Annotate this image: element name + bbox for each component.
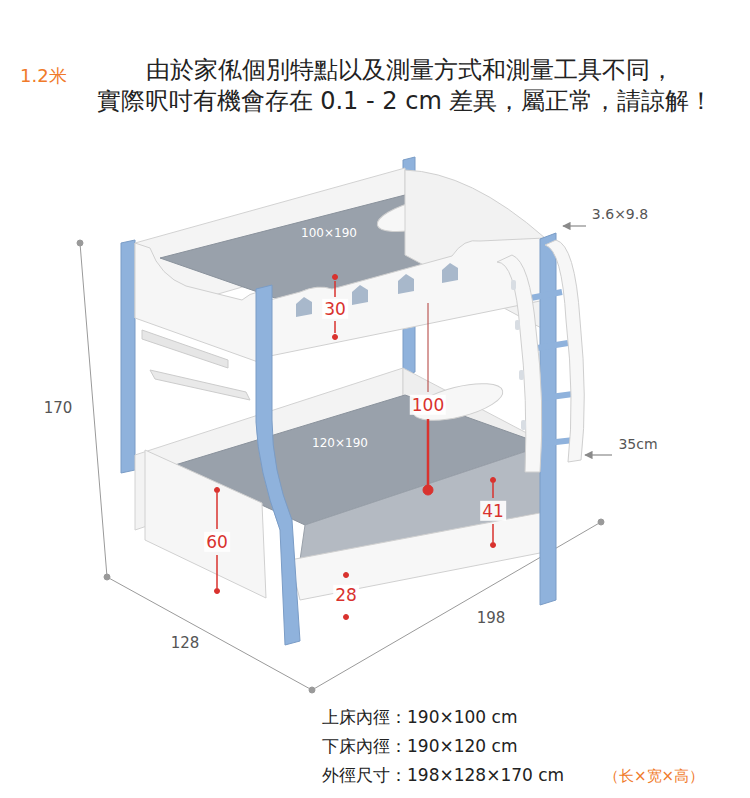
measure-dot: [491, 478, 496, 483]
dimension-label: 198: [477, 609, 506, 627]
measure-dot: [344, 615, 349, 620]
lower-pillow: [410, 376, 507, 427]
red-measures: [215, 275, 496, 620]
callout-number-slot: 60: [204, 532, 230, 552]
ladder-slot: [519, 370, 524, 380]
dimension-label-slot: 3.6×9.8: [592, 206, 648, 223]
dimension-dot: [104, 574, 110, 580]
spec-line: 下床內徑：190×120 cm: [322, 736, 517, 756]
callout-number: 100: [410, 395, 446, 415]
callout-number-slot: 28: [333, 585, 359, 605]
callout-number: 30: [322, 299, 348, 319]
measure-line: [334, 321, 336, 333]
dimension-label: 128: [171, 634, 200, 652]
spec-note: （长×宽×高）: [604, 767, 704, 785]
mattress-size-slot: 100×190: [301, 226, 357, 240]
side-shelf: [142, 330, 228, 368]
measure-dot: [215, 589, 220, 594]
measure-line: [334, 281, 336, 297]
notice-line: 由於家俬個別特點以及測量方式和測量工具不同，: [146, 56, 674, 85]
mattress-size: 100×190: [301, 226, 357, 240]
house-cutout: [352, 285, 368, 305]
size-tag-slot: 1.2米: [20, 65, 67, 87]
ladder-slots: [511, 280, 526, 430]
callout-number: 41: [480, 501, 506, 521]
pointer-arrow: [585, 454, 612, 455]
notice-line-slot: 由於家俬個別特點以及測量方式和測量工具不同，: [146, 56, 674, 85]
dimension-label-slot: 170: [44, 399, 73, 417]
measure-dot: [344, 573, 349, 578]
measure-line: [492, 524, 494, 542]
dimension-dot: [309, 687, 315, 693]
house-cutout: [296, 297, 312, 317]
spec-line-slot: 下床內徑：190×120 cm: [322, 736, 517, 756]
measure-line: [428, 303, 429, 392]
upper-front-rail: [270, 238, 545, 356]
spec-line-slot: 外徑尺寸：198×128×170 cm: [322, 765, 564, 785]
house-cutouts: [296, 263, 458, 317]
ladder-rail: [497, 255, 542, 472]
house-cutout: [398, 274, 414, 294]
front-left-post: [256, 285, 300, 645]
dimension-lines: [77, 240, 604, 693]
measure-line: [216, 493, 218, 529]
callout-number-slot: 41: [480, 501, 506, 521]
callout-number: 60: [204, 532, 230, 552]
width-line: [107, 577, 312, 690]
lower-front-rail: [290, 512, 545, 600]
house-cutout: [442, 263, 458, 283]
dimension-dot: [598, 519, 604, 525]
mattress-size: 120×190: [312, 436, 368, 450]
dimension-label: 35cm: [618, 436, 657, 453]
dimension-label-slot: 128: [171, 634, 200, 652]
size-tag: 1.2米: [20, 65, 67, 87]
front-right-post: [540, 233, 556, 605]
dimension-label: 3.6×9.8: [592, 206, 648, 223]
spec-line: 上床內徑：190×100 cm: [322, 707, 517, 727]
height-line: [80, 243, 107, 577]
side-shelf-board: [150, 370, 250, 400]
dimension-label-slot: 35cm: [618, 436, 657, 453]
mattress-size-slot: 120×190: [312, 436, 368, 450]
spec-note-slot: （长×宽×高）: [604, 767, 704, 785]
measure-line: [492, 483, 494, 498]
callout-number: 28: [333, 585, 359, 605]
measure-dot: [423, 485, 433, 495]
dimension-label: 170: [44, 399, 73, 417]
notice-line-slot: 實際呎吋有機會存在 0.1 - 2 cm 差異，屬正常，請諒解！: [97, 87, 714, 116]
measure-dot: [333, 335, 338, 340]
ladder-slot: [511, 280, 516, 290]
measure-dot: [333, 275, 338, 280]
lower-left-end-panel: [145, 450, 266, 598]
measure-line: [216, 555, 218, 588]
measure-dot: [215, 488, 220, 493]
callout-number-slot: 30: [322, 299, 348, 319]
notice-line: 實際呎吋有機會存在 0.1 - 2 cm 差異，屬正常，請諒解！: [97, 87, 714, 116]
dimension-label-slot: 198: [477, 609, 506, 627]
spec-line: 外徑尺寸：198×128×170 cm: [322, 765, 564, 785]
measure-line: [427, 419, 430, 486]
spec-line-slot: 上床內徑：190×100 cm: [322, 707, 517, 727]
back-left-post: [121, 240, 135, 473]
callout-number-slot: 100: [410, 395, 446, 415]
ladder-slot: [515, 320, 520, 330]
ladder: [497, 240, 584, 472]
pointer-arrow: [563, 225, 586, 226]
dimension-dot: [77, 240, 83, 246]
ladder-rail: [545, 240, 584, 462]
measure-dot: [491, 543, 496, 548]
ladder-slot: [521, 420, 526, 430]
upper-left-end-panel: [135, 243, 258, 362]
